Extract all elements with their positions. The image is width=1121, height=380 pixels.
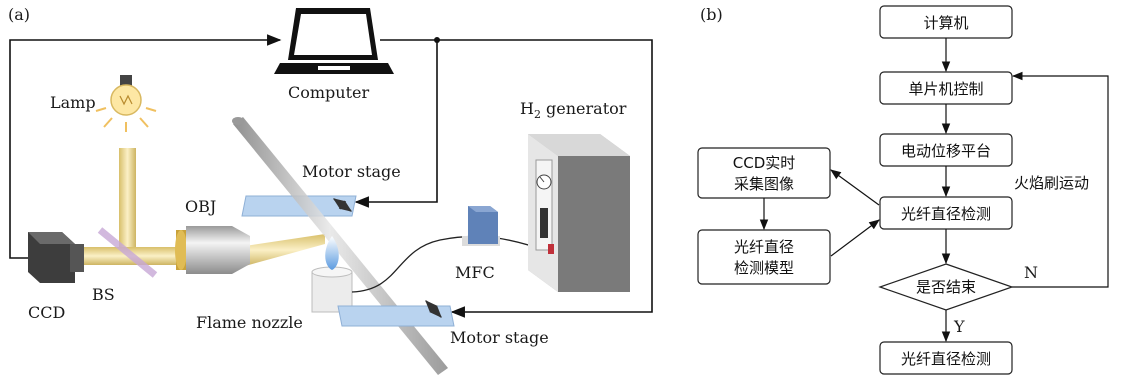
fiber-end <box>232 117 244 125</box>
gas-tube <box>351 235 551 293</box>
panel-b-tag: (b) <box>700 5 723 24</box>
node-ccd-label-2: 采集图像 <box>734 175 794 193</box>
computer-to-top-stage-wire <box>354 40 438 208</box>
computer-label: Computer <box>288 83 369 102</box>
node-model-label-2: 检测模型 <box>734 259 794 277</box>
motor-stage-top-label: Motor stage <box>302 162 401 181</box>
lamp-icon <box>95 75 157 132</box>
lamp-label: Lamp <box>50 93 96 112</box>
node-final-label: 光纤直径检测 <box>901 350 991 368</box>
wire-junction-dot <box>434 37 440 43</box>
bs-label: BS <box>92 285 115 304</box>
motor-stage-top-arrow-icon <box>332 198 353 212</box>
beam-splitter <box>97 227 158 278</box>
node-end-label: 是否结束 <box>916 278 976 296</box>
edge-label-flame-brush: 火焰刷运动 <box>1014 174 1089 192</box>
objective-lens-icon <box>175 226 250 274</box>
h2-generator-label: H2 generator <box>520 99 627 121</box>
computer-to-bottom-stage-wire <box>380 39 653 318</box>
ccd-to-computer-wire <box>9 34 282 259</box>
node-ccd-label-1: CCD实时 <box>733 154 796 172</box>
edge-end-loop <box>1011 71 1109 288</box>
ccd-label: CCD <box>28 303 65 322</box>
motor-stage-bottom <box>337 305 455 327</box>
mfc-icon <box>462 206 500 246</box>
motor-stage-bottom-label: Motor stage <box>450 328 549 347</box>
flame-nozzle-label: Flame nozzle <box>196 313 303 332</box>
edge-detect-ccd <box>830 169 880 206</box>
mfc-label: MFC <box>455 263 495 282</box>
edge-label-no: N <box>1024 263 1038 282</box>
edge-label-yes: Y <box>953 317 965 336</box>
illumination-beam <box>119 148 136 248</box>
motor-stage-bottom-arrow-icon <box>425 300 442 318</box>
h2-generator-icon <box>528 134 630 292</box>
motor-stage-top <box>241 195 357 217</box>
computer-icon <box>274 8 394 74</box>
panel-a-tag: (a) <box>8 5 30 24</box>
h2-generator-label-h: H <box>520 99 534 118</box>
h2-generator-label-sub: 2 <box>534 108 541 121</box>
panel-b: (b) 计算机 单片机控制 电动位移平台 光纤直径检测 CCD实时 采集图像 光… <box>697 5 1109 375</box>
node-model-label-1: 光纤直径 <box>734 238 794 256</box>
node-stage-label: 电动位移平台 <box>901 142 991 160</box>
imaging-beam-right <box>245 234 325 266</box>
node-mcu-label: 单片机控制 <box>908 80 983 98</box>
obj-label: OBJ <box>185 197 216 216</box>
node-computer-label: 计算机 <box>923 14 968 32</box>
panel-a: (a) Computer Lamp <box>8 5 653 375</box>
node-detect-label: 光纤直径检测 <box>901 205 991 223</box>
h2-generator-label-rest: generator <box>541 99 627 118</box>
edge-model-detect <box>830 219 880 257</box>
ccd-camera-icon <box>28 232 84 283</box>
